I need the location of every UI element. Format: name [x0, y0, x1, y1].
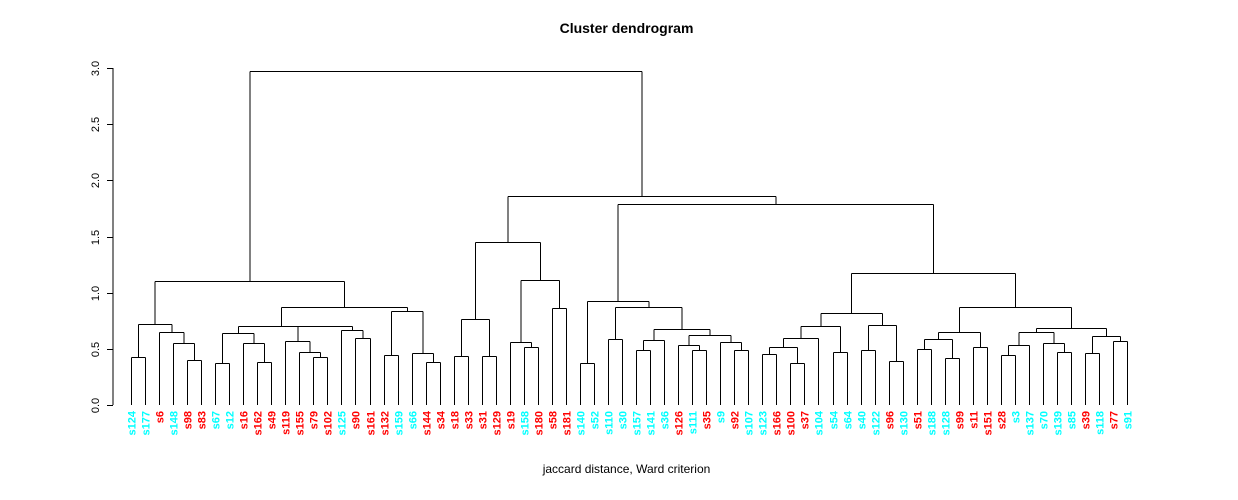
leaf-label: s118: [1095, 411, 1107, 435]
leaf-label: s155: [295, 411, 307, 435]
leaf-label: s141: [646, 411, 658, 435]
leaf-label: s110: [604, 411, 616, 435]
leaf-label: s39: [1081, 411, 1093, 429]
leaf-label: s96: [885, 411, 897, 429]
leaf-label: s139: [1053, 411, 1065, 435]
leaf-label: s64: [843, 410, 855, 429]
y-axis-tick-label: 0.5: [90, 342, 102, 357]
leaf-label: s12: [225, 411, 237, 429]
leaf-label: s37: [800, 411, 812, 429]
leaf-label: s9: [716, 411, 728, 423]
leaf-label: s104: [814, 410, 826, 435]
leaf-label: s188: [927, 411, 939, 435]
leaf-label: s119: [281, 411, 293, 435]
leaf-label: s40: [857, 411, 869, 429]
leaf-label: s58: [548, 411, 560, 429]
y-axis-tick-label: 2.0: [90, 173, 102, 188]
leaf-label: s16: [239, 411, 251, 429]
leaf-label: s91: [1123, 411, 1135, 429]
leaf-label: s100: [786, 411, 798, 435]
leaf-label: s137: [1025, 411, 1037, 435]
leaf-label: s31: [478, 411, 490, 429]
leaf-label: s30: [618, 411, 630, 429]
leaf-label: s99: [955, 411, 967, 429]
leaf-label: s158: [520, 411, 532, 435]
leaf-label: s151: [983, 411, 995, 435]
leaf-label: s180: [534, 411, 546, 435]
leaf-label: s126: [674, 411, 686, 435]
leaf-label: s92: [730, 411, 742, 429]
leaf-label: s128: [941, 411, 953, 435]
leaf-label: s77: [1109, 411, 1121, 429]
leaf-label: s85: [1067, 411, 1079, 429]
leaf-label: s144: [422, 410, 434, 435]
y-axis-tick-label: 0.0: [90, 398, 102, 413]
leaf-label: s181: [562, 411, 574, 435]
leaf-label: s148: [169, 411, 181, 435]
leaf-label: s111: [688, 411, 700, 434]
leaf-label: s19: [506, 411, 518, 429]
leaf-label: s161: [366, 411, 378, 435]
leaf-label: s130: [899, 411, 911, 435]
leaf-label: s36: [660, 411, 672, 429]
leaf-label: s49: [267, 411, 279, 429]
leaf-label: s125: [337, 411, 349, 435]
leaf-label: s124: [127, 410, 139, 435]
leaf-label: s6: [155, 411, 167, 423]
leaf-label: s90: [351, 411, 363, 429]
y-axis-tick-label: 1.0: [90, 286, 102, 301]
leaf-label: s3: [1011, 411, 1023, 423]
leaf-label: s107: [744, 411, 756, 435]
leaf-label: s28: [997, 411, 1009, 429]
leaf-label: s67: [211, 411, 223, 429]
y-axis-tick-label: 3.0: [90, 61, 102, 76]
leaf-label: s11: [969, 411, 981, 429]
leaf-label: s157: [632, 411, 644, 435]
leaf-label: s129: [492, 411, 504, 435]
leaf-label: s177: [141, 411, 153, 435]
leaf-label: s102: [323, 411, 335, 435]
leaf-label: s166: [772, 411, 784, 435]
leaf-label: s54: [829, 410, 841, 429]
leaf-label: s35: [702, 411, 714, 429]
leaf-label: s52: [590, 411, 602, 429]
leaf-label: s122: [871, 411, 883, 435]
leaf-label: s140: [576, 411, 588, 435]
leaf-label: s18: [450, 411, 462, 429]
leaf-label: s66: [408, 411, 420, 429]
leaf-label: s159: [394, 411, 406, 435]
leaf-label: s33: [464, 411, 476, 429]
y-axis-tick-label: 1.5: [90, 230, 102, 245]
x-axis-label: jaccard distance, Ward criterion: [542, 462, 711, 476]
leaf-label: s70: [1039, 411, 1051, 429]
leaf-label: s123: [758, 411, 770, 435]
leaf-label: s34: [436, 410, 448, 429]
leaf-label: s132: [380, 411, 392, 435]
chart-title: Cluster dendrogram: [559, 20, 694, 36]
y-axis-tick-label: 2.5: [90, 117, 102, 132]
leaf-label: s83: [197, 411, 209, 429]
leaf-label: s79: [309, 411, 321, 429]
leaf-label: s162: [253, 411, 265, 435]
leaf-label: s51: [913, 411, 925, 429]
leaf-label: s98: [183, 411, 195, 429]
